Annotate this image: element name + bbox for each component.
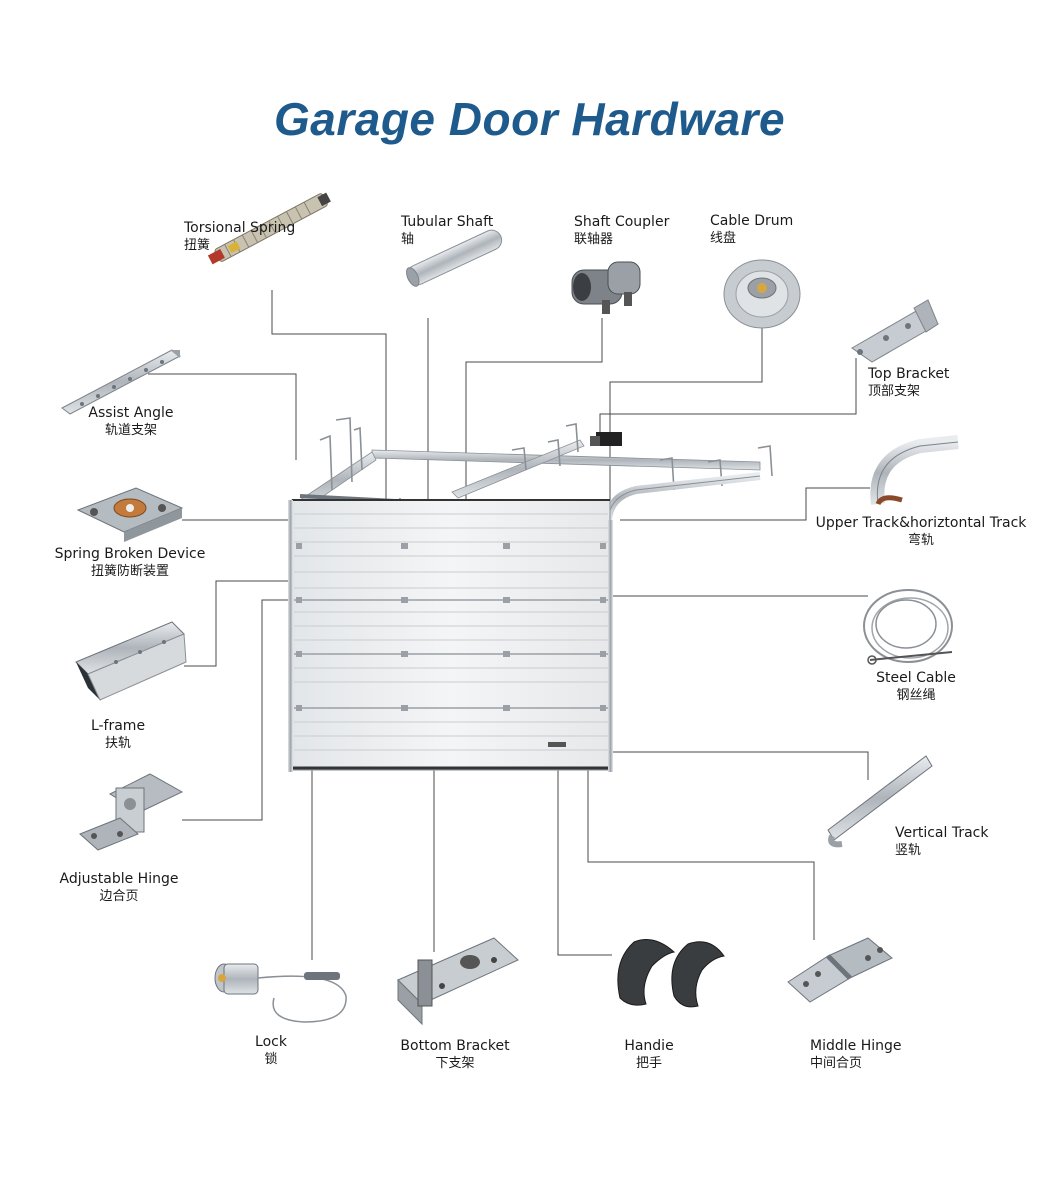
label-en: L-frame: [90, 718, 146, 734]
connector-assist-angle: [148, 373, 297, 460]
door-ribs: [294, 513, 608, 751]
door-section-joints: [294, 599, 608, 709]
label-shaft-coupler: Shaft Coupler 联轴器: [574, 214, 669, 248]
label-handle: Handie 把手: [616, 1038, 682, 1072]
label-lock: Lock 锁: [246, 1034, 296, 1068]
label-torsional-spring: Torsional Spring 扭簧: [184, 220, 295, 254]
label-upper-track: Upper Track&horiztontal Track 弯轨: [812, 515, 1030, 549]
spring-icon: [207, 192, 331, 265]
label-zh: 顶部支架: [868, 384, 921, 399]
connector-adjustable-hinge: [182, 599, 298, 821]
label-zh: 中间合页: [810, 1056, 863, 1071]
garage-door-assembly: [288, 417, 773, 772]
label-en: Adjustable Hinge: [59, 871, 179, 887]
label-en: Handie: [624, 1038, 674, 1054]
label-l-frame: L-frame 扶轨: [78, 718, 158, 752]
label-tubular-shaft: Tubular Shaft 轴: [401, 214, 493, 248]
label-zh: 钢丝绳: [896, 688, 936, 703]
label-en: Tubular Shaft: [401, 214, 494, 230]
label-zh: 扶轨: [104, 736, 131, 751]
label-zh: 轨道支架: [104, 423, 157, 438]
label-zh: 把手: [635, 1056, 662, 1071]
label-adjustable-hinge: Adjustable Hinge 边合页: [56, 871, 182, 905]
connector-l-frame: [184, 580, 292, 667]
shaft-icon: [406, 229, 503, 287]
label-zh: 扭簧防断装置: [90, 564, 169, 579]
label-zh: 弯轨: [907, 533, 934, 548]
label-cable-drum: Cable Drum 线盘: [710, 213, 793, 247]
middle-hinge-icon: [787, 937, 893, 1003]
label-middle-hinge: Middle Hinge 中间合页: [810, 1038, 902, 1072]
label-assist-angle: Assist Angle 轨道支架: [80, 405, 182, 439]
label-en: Shaft Coupler: [574, 214, 670, 230]
door-handle-mark: [548, 742, 566, 747]
connector-torsional-spring: [271, 290, 387, 502]
label-en: Torsional Spring: [184, 220, 296, 236]
connector-bottom-bracket: [300, 759, 435, 952]
label-en: Steel Cable: [876, 670, 956, 686]
bracket-icon: [851, 299, 939, 363]
label-bottom-bracket: Bottom Bracket 下支架: [398, 1038, 512, 1072]
label-zh: 线盘: [710, 231, 737, 246]
hinge-icon: [79, 773, 184, 851]
horizontal-track-mid: [451, 439, 585, 499]
hanger-brackets: [319, 417, 773, 491]
upper-track-curve: [604, 472, 761, 521]
label-en: Bottom Bracket: [400, 1038, 510, 1054]
label-vertical-track: Vertical Track 竖轨: [895, 825, 989, 859]
label-en: Spring Broken Device: [54, 546, 206, 562]
label-zh: 轴: [401, 232, 415, 247]
label-zh: 边合页: [99, 889, 139, 904]
label-top-bracket: Top Bracket 顶部支架: [868, 366, 949, 400]
connector-cable-drum: [609, 320, 763, 520]
door-hinges: [296, 543, 606, 711]
label-en: Top Bracket: [868, 366, 950, 382]
connector-handle: [557, 748, 612, 956]
safety-device-icon: [76, 487, 184, 542]
lock-icon: [214, 963, 347, 1023]
l-frame-icon: [75, 621, 187, 701]
coupler-icon: [571, 261, 641, 314]
label-spring-broken-device: Spring Broken Device 扭簧防断装置: [50, 546, 210, 580]
track-icon: [827, 755, 933, 848]
page-title: Garage Door Hardware: [273, 93, 786, 145]
bottom-bracket-icon: [397, 937, 519, 1026]
label-en: Lock: [255, 1034, 287, 1050]
label-zh: 锁: [264, 1052, 278, 1067]
door-panel: [291, 499, 611, 771]
label-en: Assist Angle: [88, 405, 174, 421]
opener-motor: [596, 432, 622, 446]
label-zh: 联轴器: [574, 232, 614, 247]
handle-icon: [617, 939, 725, 1008]
label-zh: 扭簧: [184, 238, 211, 253]
label-en: Middle Hinge: [810, 1038, 902, 1054]
curved-track-icon: [870, 435, 959, 506]
label-en: Cable Drum: [710, 213, 794, 229]
connector-shaft-coupler: [465, 318, 603, 510]
connector-middle-hinge: [587, 712, 815, 940]
label-zh: 竖轨: [895, 843, 922, 858]
label-en: Vertical Track: [895, 825, 989, 841]
connector-vertical-track: [612, 751, 869, 780]
label-steel-cable: Steel Cable 钢丝绳: [866, 670, 966, 704]
drum-icon: [723, 259, 801, 329]
connector-top-bracket: [599, 358, 857, 440]
cable-icon: [863, 589, 953, 665]
label-en: Upper Track&horiztontal Track: [815, 515, 1027, 531]
angle-icon: [61, 349, 181, 415]
connector-upper-track: [620, 487, 870, 521]
label-zh: 下支架: [435, 1056, 475, 1071]
